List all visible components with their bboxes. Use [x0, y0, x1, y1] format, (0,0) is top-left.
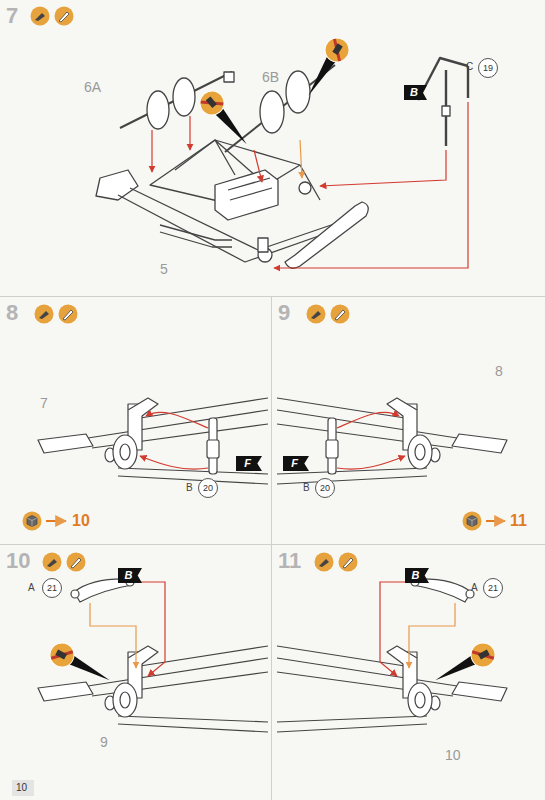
part-number-text: 19: [483, 64, 493, 73]
part-number-text: 20: [203, 484, 213, 493]
sprue-letter: C: [466, 62, 473, 72]
flag-letter: F: [283, 456, 309, 471]
flag-letter-text: B: [412, 570, 423, 581]
part-label: 9: [100, 735, 108, 749]
part-number: 19: [478, 58, 498, 78]
part-label: 5: [160, 262, 168, 276]
flag-letter: B: [404, 85, 427, 100]
step-11-suspension: [277, 578, 507, 732]
step-icons: [23, 7, 506, 572]
part-number: 21: [42, 578, 62, 598]
flag-letter-text: B: [410, 87, 421, 98]
sprue-letter: B: [303, 483, 310, 493]
part-number-text: 20: [320, 484, 330, 493]
step-10-suspension: [38, 578, 268, 732]
part-number-text: 21: [47, 584, 57, 593]
page-number-box: [12, 780, 34, 796]
part-label: 6A: [84, 80, 101, 94]
step-8-suspension: [38, 398, 268, 484]
next-step-number: 10: [72, 513, 90, 529]
page-number: 10: [16, 783, 27, 793]
step-panel: 8F 20: [0, 297, 272, 545]
step-7-chassis: [96, 33, 468, 268]
step-number: 8: [6, 300, 18, 326]
step-number: 10: [6, 548, 30, 574]
part-label: 7: [40, 396, 48, 410]
next-step-number: 11: [510, 513, 527, 529]
step-panel: 11B 21: [272, 545, 545, 800]
step-number: 9: [278, 300, 290, 326]
part-label: 6B: [262, 70, 279, 84]
part-number: 21: [483, 578, 503, 598]
part-number: 20: [315, 478, 335, 498]
flag-letter: B: [405, 568, 429, 583]
step-panel: 9F 20: [272, 297, 545, 545]
sprue-letter: A: [471, 583, 478, 593]
flag-letter: B: [118, 568, 142, 583]
flag-letter: F: [236, 456, 262, 471]
step-panel: 10B21: [0, 545, 272, 800]
sprue-letter: B: [186, 483, 193, 493]
step-number: 7: [6, 3, 18, 29]
flag-letter-text: F: [291, 458, 301, 469]
flag-letter-text: F: [244, 458, 254, 469]
step-panel: 7B 19: [0, 0, 545, 297]
flag-letter-text: B: [125, 570, 136, 581]
step-number: 11: [278, 548, 301, 574]
part-label: 10: [445, 748, 461, 762]
part-label: 8: [495, 364, 503, 378]
part-number-text: 21: [488, 584, 498, 593]
sprue-letter: A: [28, 583, 35, 593]
step-9-suspension: [277, 398, 507, 484]
part-number: 20: [198, 478, 218, 498]
